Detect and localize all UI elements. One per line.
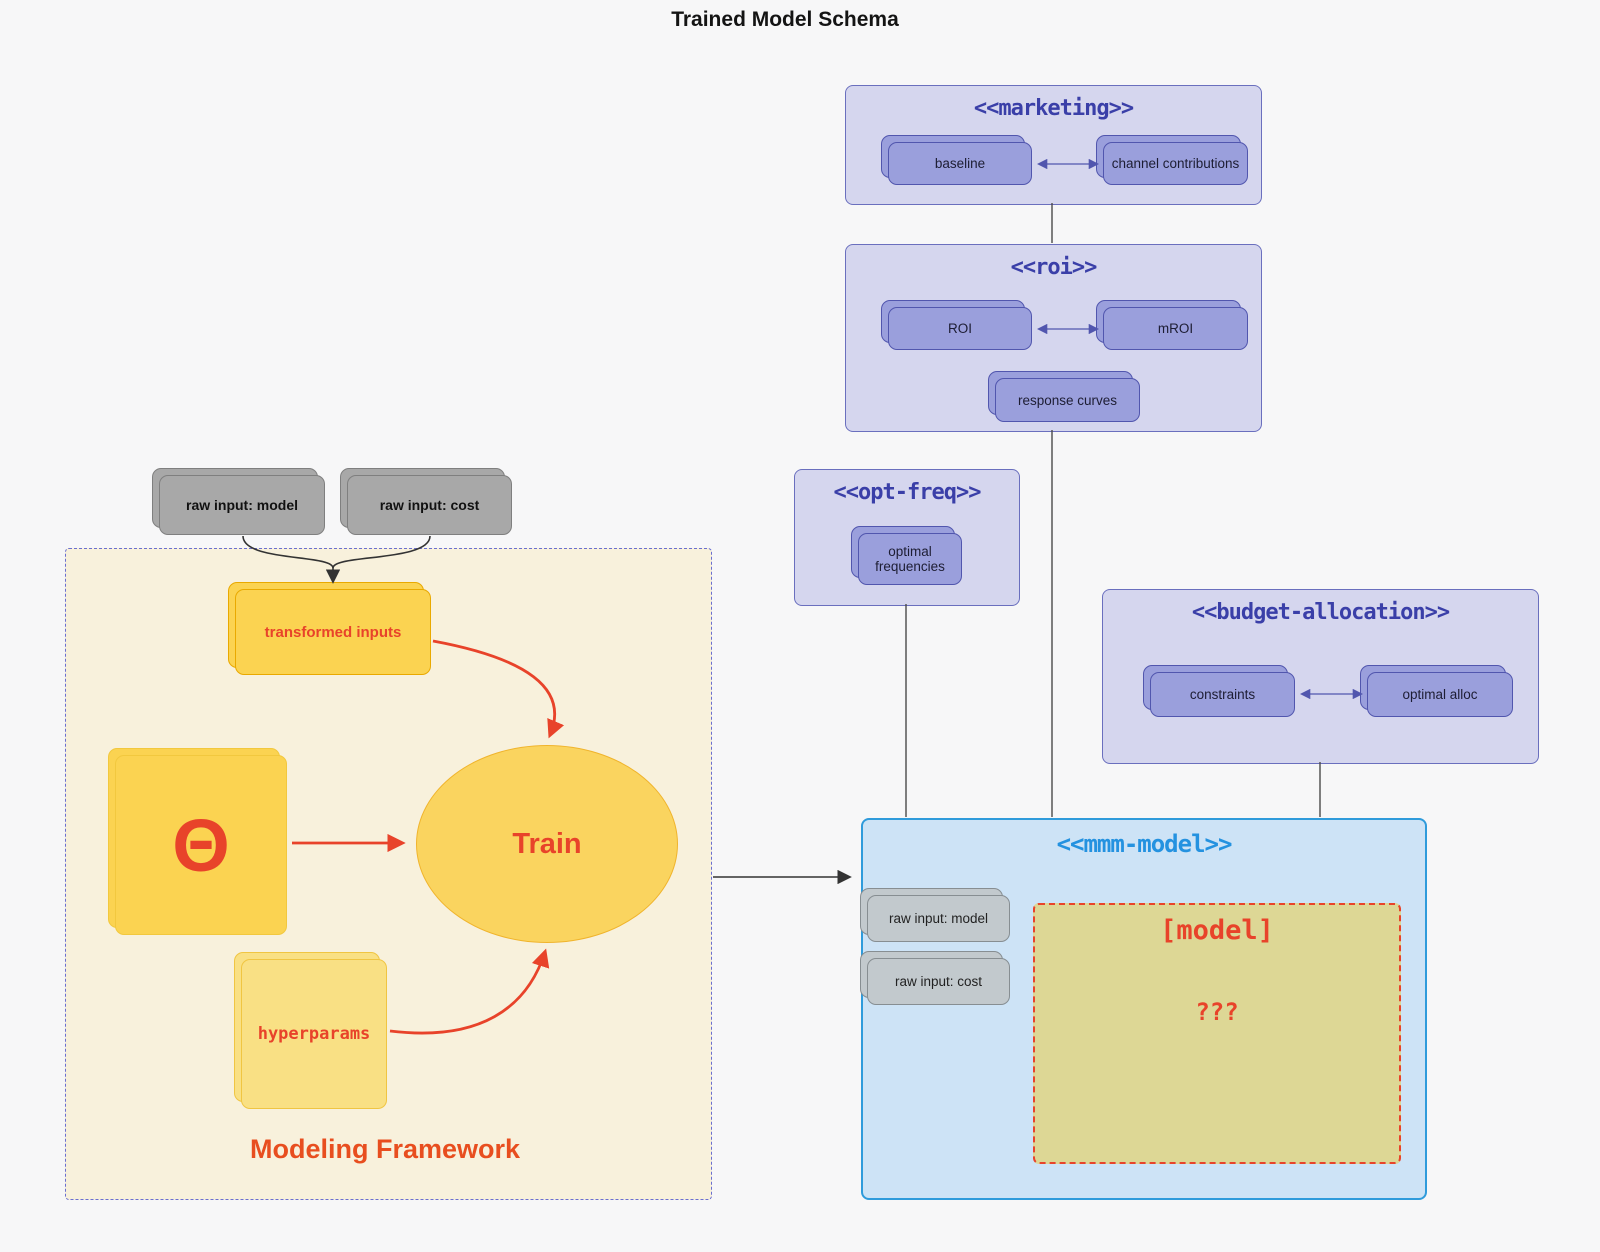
- node-constraints: constraints: [1143, 665, 1295, 717]
- model-placeholder-tag: [model]: [1160, 915, 1274, 946]
- node-raw-input-model-label: raw input: model: [159, 475, 325, 535]
- model-placeholder-unknown: ???: [1195, 998, 1239, 1026]
- node-constraints-label: constraints: [1150, 672, 1295, 717]
- node-response-curves: response curves: [988, 371, 1140, 422]
- node-optimal-alloc: optimal alloc: [1360, 665, 1513, 717]
- group-opt-freq-title: <<opt-freq>>: [833, 480, 982, 505]
- node-baseline-label: baseline: [888, 142, 1032, 185]
- node-optimal-alloc-label: optimal alloc: [1367, 672, 1513, 717]
- node-response-curves-label: response curves: [995, 378, 1140, 422]
- node-mmm-raw-input-model-label: raw input: model: [867, 895, 1010, 942]
- node-theta: Θ: [108, 748, 287, 935]
- page-title: Trained Model Schema: [671, 8, 899, 31]
- node-mmm-raw-input-cost: raw input: cost: [860, 951, 1010, 1005]
- node-mroi-label: mROI: [1103, 307, 1248, 350]
- node-transformed-inputs: transformed inputs: [228, 582, 431, 675]
- node-mmm-raw-input-model: raw input: model: [860, 888, 1010, 942]
- node-theta-label: Θ: [115, 755, 287, 935]
- node-hyperparams: hyperparams: [234, 952, 387, 1109]
- node-mmm-raw-input-cost-label: raw input: cost: [867, 958, 1010, 1005]
- node-optimal-frequencies-label: optimal frequencies: [858, 533, 962, 585]
- group-roi-title: <<roi>>: [1010, 255, 1098, 280]
- group-budget-allocation-title: <<budget-allocation>>: [1191, 600, 1450, 625]
- node-train: Train: [416, 745, 678, 943]
- node-channel-contributions: channel contributions: [1096, 135, 1248, 185]
- node-raw-input-model: raw input: model: [152, 468, 325, 535]
- node-hyperparams-label: hyperparams: [241, 959, 387, 1109]
- node-roi-label: ROI: [888, 307, 1032, 350]
- node-channel-contributions-label: channel contributions: [1103, 142, 1248, 185]
- node-roi: ROI: [881, 300, 1032, 350]
- group-marketing-title: <<marketing>>: [973, 96, 1134, 121]
- node-raw-input-cost: raw input: cost: [340, 468, 512, 535]
- group-mmm-model-title: <<mmm-model>>: [1056, 830, 1233, 858]
- node-transformed-inputs-label: transformed inputs: [235, 589, 431, 675]
- modeling-framework-label: Modeling Framework: [249, 1134, 521, 1164]
- node-baseline: baseline: [881, 135, 1032, 185]
- node-mroi: mROI: [1096, 300, 1248, 350]
- node-raw-input-cost-label: raw input: cost: [347, 475, 512, 535]
- node-model-placeholder: [model] ???: [1033, 903, 1401, 1164]
- node-train-label: Train: [512, 827, 582, 860]
- node-optimal-frequencies: optimal frequencies: [851, 526, 962, 585]
